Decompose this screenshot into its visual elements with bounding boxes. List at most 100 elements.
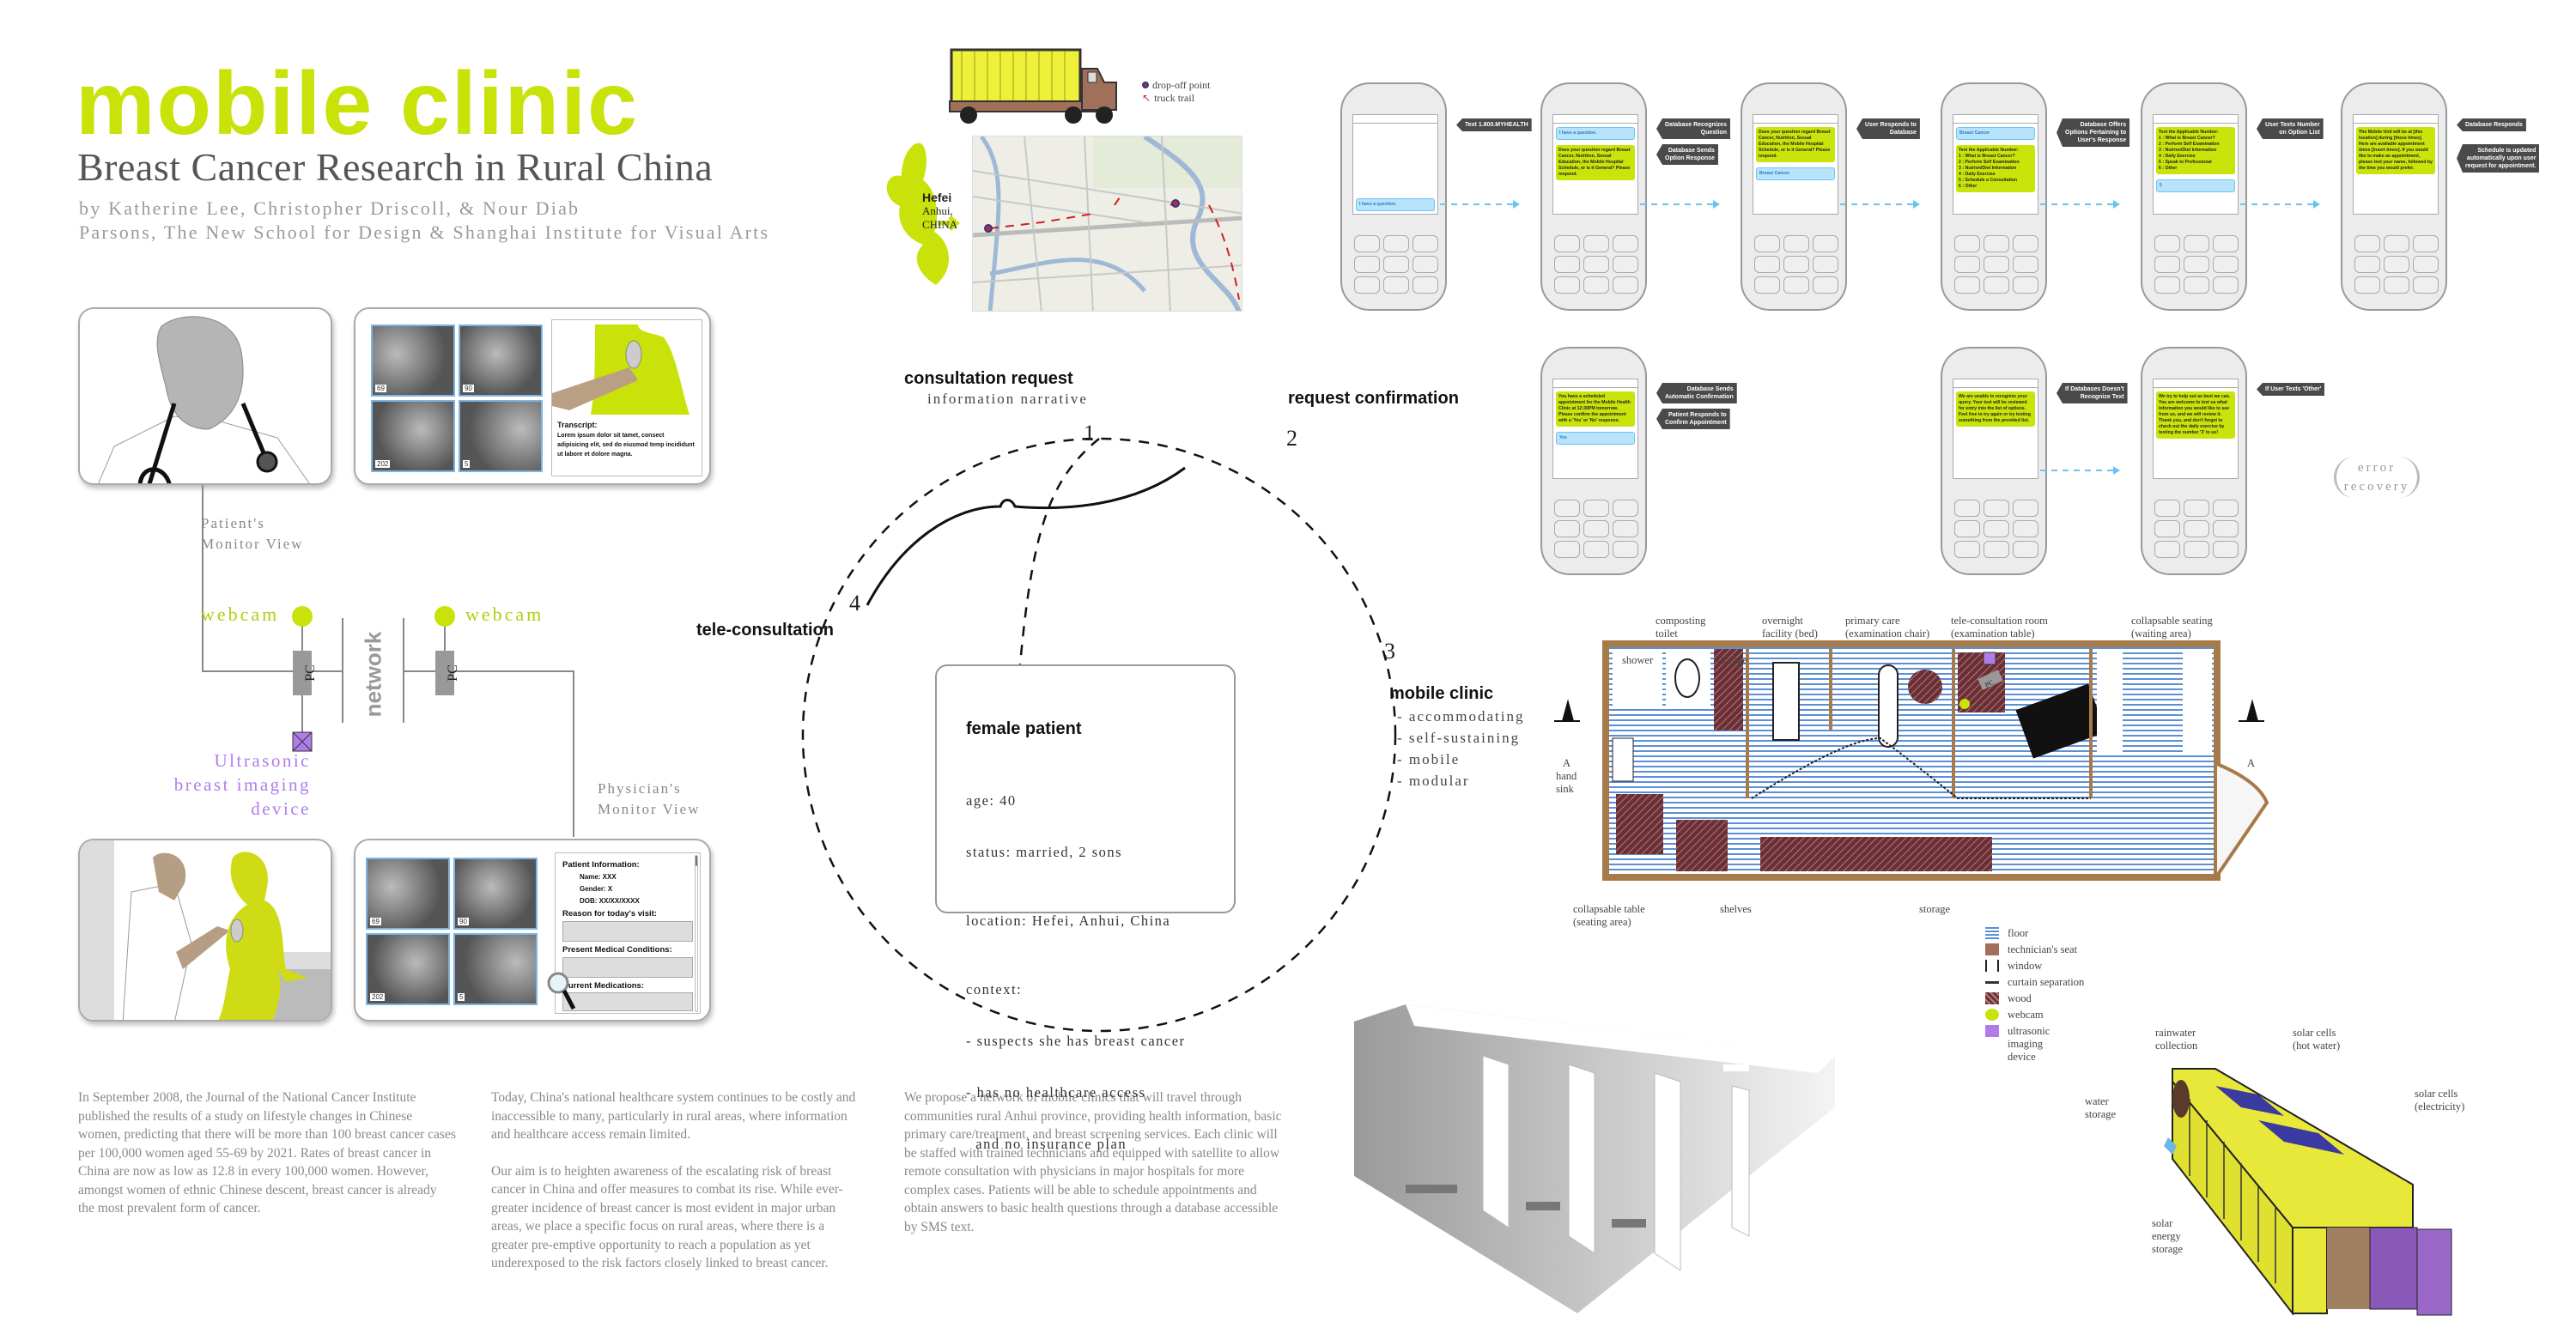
keypad-key[interactable] <box>1613 500 1638 517</box>
keypad-key[interactable] <box>2213 541 2239 558</box>
keypad-key[interactable] <box>1754 235 1780 252</box>
keypad-key[interactable] <box>2354 276 2380 294</box>
keypad-key[interactable] <box>1554 520 1580 537</box>
keypad-key[interactable] <box>1613 541 1638 558</box>
message-thread: I have a question. <box>1356 127 1435 211</box>
label-line: (waiting area) <box>2131 628 2191 640</box>
keypad-key[interactable] <box>2013 235 2038 252</box>
medications-field[interactable] <box>562 992 693 1011</box>
keypad-key[interactable] <box>1583 500 1609 517</box>
keypad-key[interactable] <box>2013 276 2038 294</box>
keypad-key[interactable] <box>1984 500 2009 517</box>
keypad-key[interactable] <box>1383 276 1409 294</box>
keypad-key[interactable] <box>2184 520 2209 537</box>
keypad-key[interactable] <box>2413 235 2439 252</box>
keypad-key[interactable] <box>2184 500 2209 517</box>
keypad-key[interactable] <box>1954 541 1980 558</box>
keypad-key[interactable] <box>1954 256 1980 273</box>
keypad-key[interactable] <box>1783 256 1809 273</box>
keypad-key[interactable] <box>2213 520 2239 537</box>
keypad-key[interactable] <box>1413 276 1438 294</box>
keypad-key[interactable] <box>1613 276 1638 294</box>
mammogram-scan[interactable]: 5 <box>453 933 538 1005</box>
keypad-key[interactable] <box>2213 500 2239 517</box>
keypad-key[interactable] <box>2154 500 2180 517</box>
keypad-key[interactable] <box>2013 541 2038 558</box>
keypad-key[interactable] <box>1554 276 1580 294</box>
keypad-key[interactable] <box>1984 276 2009 294</box>
keypad-key[interactable] <box>2384 256 2409 273</box>
network-diagram <box>202 485 574 837</box>
keypad-key[interactable] <box>1383 256 1409 273</box>
keypad-key[interactable] <box>2154 256 2180 273</box>
keypad-key[interactable] <box>1413 256 1438 273</box>
keypad-key[interactable] <box>1954 235 1980 252</box>
keypad-key[interactable] <box>2213 276 2239 294</box>
legend-item: technician's seat <box>1985 943 2084 960</box>
keypad-key[interactable] <box>2354 256 2380 273</box>
keypad-key[interactable] <box>2013 500 2038 517</box>
keypad-key[interactable] <box>2154 276 2180 294</box>
keypad-key[interactable] <box>1613 520 1638 537</box>
keypad-key[interactable] <box>1583 235 1609 252</box>
keypad-key[interactable] <box>2184 235 2209 252</box>
scrollbar[interactable] <box>695 855 698 1012</box>
keypad-key[interactable] <box>2213 256 2239 273</box>
hefei-route-map[interactable] <box>972 136 1242 312</box>
conditions-field[interactable] <box>562 957 693 978</box>
keypad-key[interactable] <box>2413 256 2439 273</box>
keypad-key[interactable] <box>1984 541 2009 558</box>
label-line: storage <box>2152 1243 2184 1255</box>
mammogram-scan[interactable]: 69 <box>366 858 450 930</box>
keypad-key[interactable] <box>2154 235 2180 252</box>
keypad-key[interactable] <box>1754 256 1780 273</box>
keypad-key[interactable] <box>1954 276 1980 294</box>
mammogram-scan[interactable]: 5 <box>459 400 543 472</box>
keypad-key[interactable] <box>1613 256 1638 273</box>
keypad-key[interactable] <box>1813 276 1838 294</box>
keypad-key[interactable] <box>1813 235 1838 252</box>
keypad-key[interactable] <box>2384 276 2409 294</box>
keypad-key[interactable] <box>1583 256 1609 273</box>
mammogram-scan[interactable]: 202 <box>366 933 450 1005</box>
keypad-key[interactable] <box>2384 235 2409 252</box>
keypad-key[interactable] <box>1413 235 1438 252</box>
mammogram-scan[interactable]: 90 <box>459 324 543 397</box>
keypad-key[interactable] <box>1554 256 1580 273</box>
keypad-key[interactable] <box>1354 276 1380 294</box>
keypad-key[interactable] <box>2154 520 2180 537</box>
keypad-key[interactable] <box>2184 276 2209 294</box>
mammogram-scan[interactable]: 90 <box>453 858 538 930</box>
keypad-key[interactable] <box>2154 541 2180 558</box>
keypad-key[interactable] <box>1984 235 2009 252</box>
keypad-key[interactable] <box>2413 276 2439 294</box>
keypad-key[interactable] <box>2184 541 2209 558</box>
keypad-key[interactable] <box>1554 235 1580 252</box>
keypad-key[interactable] <box>2213 235 2239 252</box>
keypad-key[interactable] <box>1383 235 1409 252</box>
keypad-key[interactable] <box>1554 500 1580 517</box>
keypad-key[interactable] <box>1583 276 1609 294</box>
keypad-key[interactable] <box>2184 256 2209 273</box>
keypad-key[interactable] <box>1783 276 1809 294</box>
mammogram-scan[interactable]: 202 <box>371 400 455 472</box>
keypad-key[interactable] <box>1613 235 1638 252</box>
keypad-key[interactable] <box>1583 520 1609 537</box>
keypad-key[interactable] <box>2013 256 2038 273</box>
patient-card-title: female patient <box>966 719 1082 738</box>
keypad-key[interactable] <box>1783 235 1809 252</box>
keypad-key[interactable] <box>1813 256 1838 273</box>
keypad-key[interactable] <box>1754 276 1780 294</box>
keypad-key[interactable] <box>1954 500 1980 517</box>
keypad-key[interactable] <box>1954 520 1980 537</box>
keypad-key[interactable] <box>2013 520 2038 537</box>
keypad-key[interactable] <box>1354 235 1380 252</box>
keypad-key[interactable] <box>2354 235 2380 252</box>
mammogram-scan[interactable]: 69 <box>371 324 455 397</box>
reason-field[interactable] <box>562 921 693 942</box>
keypad-key[interactable] <box>1984 256 2009 273</box>
keypad-key[interactable] <box>1984 520 2009 537</box>
keypad-key[interactable] <box>1354 256 1380 273</box>
keypad-key[interactable] <box>1554 541 1580 558</box>
keypad-key[interactable] <box>1583 541 1609 558</box>
